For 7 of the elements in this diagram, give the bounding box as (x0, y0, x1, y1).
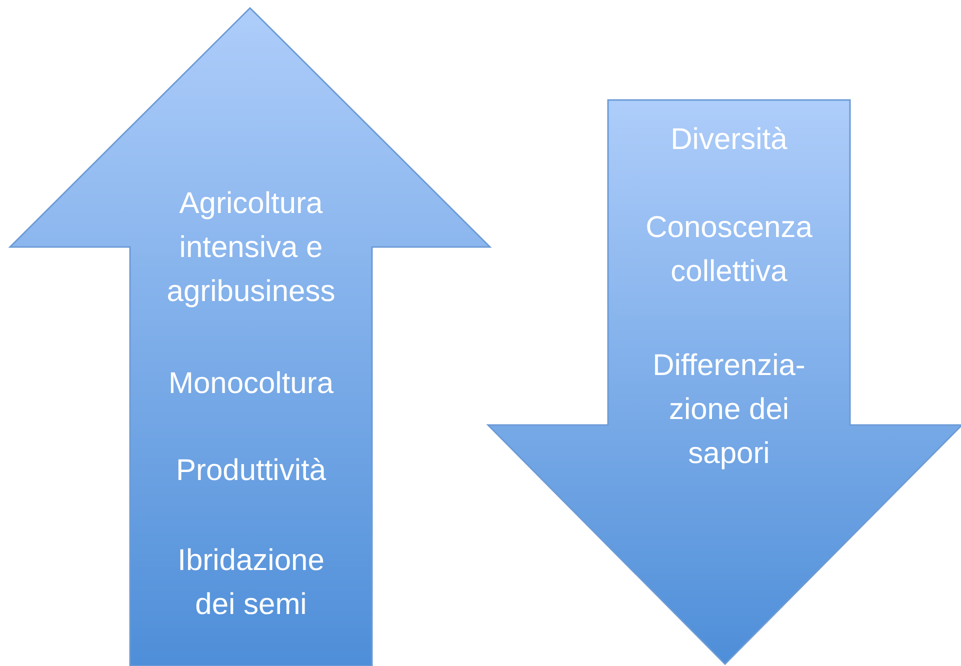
arrow-text: Agricoltura intensiva e agribusiness (166, 186, 336, 310)
arrow-text: Produttività (174, 453, 328, 489)
arrow-text: Monocoltura (167, 366, 335, 402)
arrow-text: Differenzia-zione dei sapori (652, 348, 806, 472)
arrow-text: Diversità (670, 122, 788, 158)
arrow-text: Ibridazione dei semi (176, 543, 326, 623)
arrow-text: Conoscenza collettiva (644, 210, 814, 290)
